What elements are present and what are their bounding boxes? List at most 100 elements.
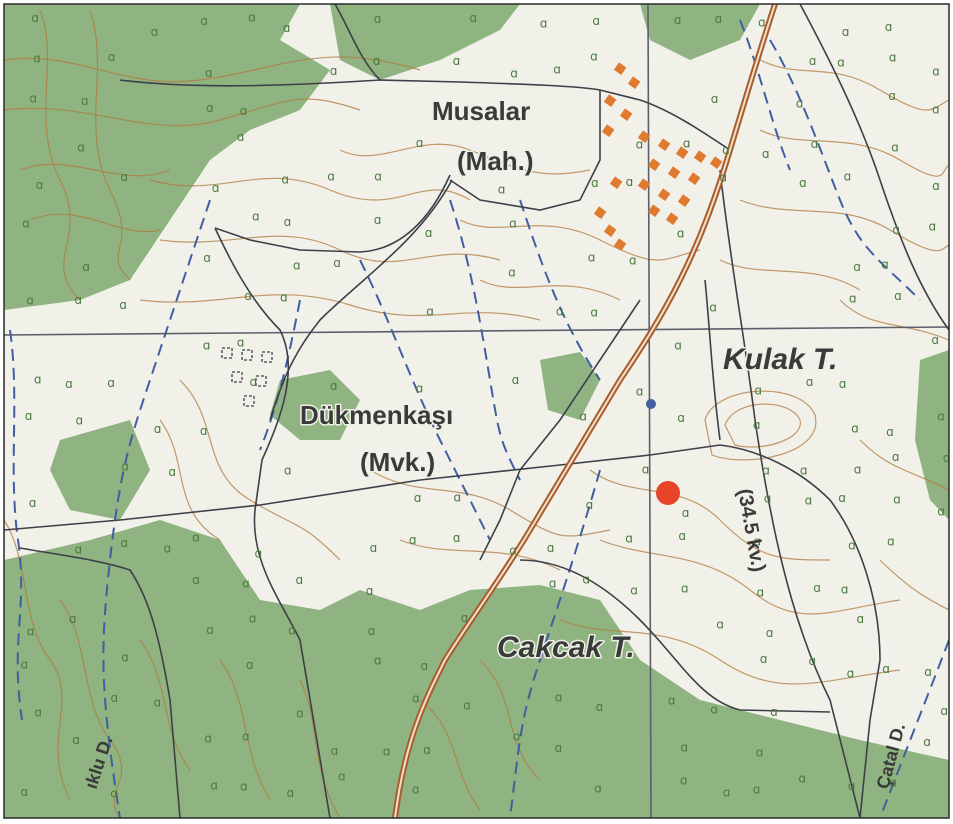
tree-symbol: ɑ (844, 170, 852, 184)
tree-symbol: ɑ (240, 780, 248, 794)
main-road (392, 4, 778, 818)
tree-symbol: ɑ (929, 220, 937, 234)
tree-symbol: ɑ (21, 658, 29, 672)
forest-bottom (4, 520, 949, 818)
stream-center-1 (359, 259, 491, 541)
tree-symbol: ɑ (682, 506, 690, 520)
tree-symbol: ɑ (680, 774, 688, 788)
tree-symbol: ɑ (280, 291, 288, 305)
tree-symbol: ɑ (76, 414, 84, 428)
tree-symbol: ɑ (680, 740, 688, 754)
tree-symbol: ɑ (77, 141, 85, 155)
tree-symbol: ɑ (674, 338, 682, 352)
tree-symbol: ɑ (154, 695, 162, 709)
tree-symbol: ɑ (26, 293, 34, 307)
tree-symbol: ɑ (296, 706, 304, 720)
tree-symbol: ɑ (668, 694, 676, 708)
tree-symbol: ɑ (932, 102, 940, 116)
tree-symbol: ɑ (423, 743, 431, 757)
tree-symbol: ɑ (841, 583, 849, 597)
tree-symbol: ɑ (469, 11, 477, 25)
tree-symbol: ɑ (886, 425, 894, 439)
tree-symbol: ɑ (719, 171, 727, 185)
tree-symbol: ɑ (111, 691, 119, 705)
tree-symbol: ɑ (710, 702, 718, 716)
tree-symbol: ɑ (932, 65, 940, 79)
tree-symbol: ɑ (677, 226, 685, 240)
tree-symbol: ɑ (881, 257, 889, 271)
tree-symbol: ɑ (892, 223, 900, 237)
tree-symbol: ɑ (72, 733, 80, 747)
tree-symbol: ɑ (762, 464, 770, 478)
tree-symbol: ɑ (330, 379, 338, 393)
tree-symbol: ɑ (192, 531, 200, 545)
track-main-east-west (4, 444, 721, 531)
tree-symbol: ɑ (711, 92, 719, 106)
label-dukmenkasi: Dükmenkaşı (300, 400, 453, 430)
tree-symbol: ɑ (555, 691, 563, 705)
tree-symbol: ɑ (716, 618, 724, 632)
tree-symbol: ɑ (592, 14, 600, 28)
tree-symbol: ɑ (25, 409, 33, 423)
tree-symbol: ɑ (31, 11, 39, 25)
tree-symbol: ɑ (590, 305, 598, 319)
track-diagonal-north (269, 179, 453, 421)
tree-symbol: ɑ (513, 729, 521, 743)
tree-symbol: ɑ (937, 505, 945, 519)
tree-symbol: ɑ (510, 66, 518, 80)
tree-symbol: ɑ (454, 490, 462, 504)
track-powerline (719, 169, 861, 818)
track-west-ridge (334, 4, 381, 81)
tree-symbol: ɑ (75, 543, 83, 557)
track-east (719, 444, 881, 818)
tree-symbol: ɑ (848, 538, 856, 552)
tree-symbol: ɑ (119, 298, 127, 312)
tree-symbol: ɑ (847, 667, 855, 681)
tree-symbol: ɑ (426, 305, 434, 319)
track-northeast (479, 299, 641, 561)
tree-symbol: ɑ (629, 254, 637, 268)
tree-symbol: ɑ (242, 729, 250, 743)
tree-symbol: ɑ (805, 494, 813, 508)
tree-symbol: ɑ (758, 15, 766, 29)
tree-symbol: ɑ (509, 543, 517, 557)
forest-top-center (330, 4, 520, 80)
tree-symbol: ɑ (854, 462, 862, 476)
tree-symbol: ɑ (588, 251, 596, 265)
tree-symbol: ɑ (556, 304, 564, 318)
stream-center-2 (449, 199, 521, 481)
tree-symbol: ɑ (723, 786, 731, 800)
tree-symbol: ɑ (715, 12, 723, 26)
tree-symbol: ɑ (281, 173, 289, 187)
tree-symbol: ɑ (853, 260, 861, 274)
tree-symbol: ɑ (753, 782, 761, 796)
tree-symbol: ɑ (924, 665, 932, 679)
tree-symbol: ɑ (893, 493, 901, 507)
location-marker[interactable] (656, 481, 680, 505)
track-north (119, 79, 641, 101)
tree-symbol: ɑ (453, 531, 461, 545)
tree-symbol: ɑ (242, 576, 250, 590)
tree-symbol: ɑ (250, 375, 258, 389)
tree-symbol: ɑ (338, 770, 346, 784)
tree-symbol: ɑ (512, 373, 520, 387)
tree-symbol: ɑ (709, 300, 717, 314)
tree-symbol: ɑ (74, 293, 82, 307)
tree-symbol: ɑ (636, 385, 644, 399)
tree-symbol: ɑ (889, 776, 897, 790)
tree-symbol: ɑ (192, 573, 200, 587)
tree-symbol: ɑ (416, 136, 424, 150)
label-musalar-type: (Mah.) (457, 146, 534, 176)
tree-symbol: ɑ (82, 260, 90, 274)
tree-symbol: ɑ (20, 785, 28, 799)
tree-symbol: ɑ (246, 658, 254, 672)
tree-symbol: ɑ (857, 612, 865, 626)
tree-symbol: ɑ (288, 623, 296, 637)
tree-symbol: ɑ (596, 700, 604, 714)
tree-symbol: ɑ (937, 409, 945, 423)
tree-symbol: ɑ (932, 179, 940, 193)
tree-symbol: ɑ (34, 706, 42, 720)
tree-symbol: ɑ (582, 572, 590, 586)
